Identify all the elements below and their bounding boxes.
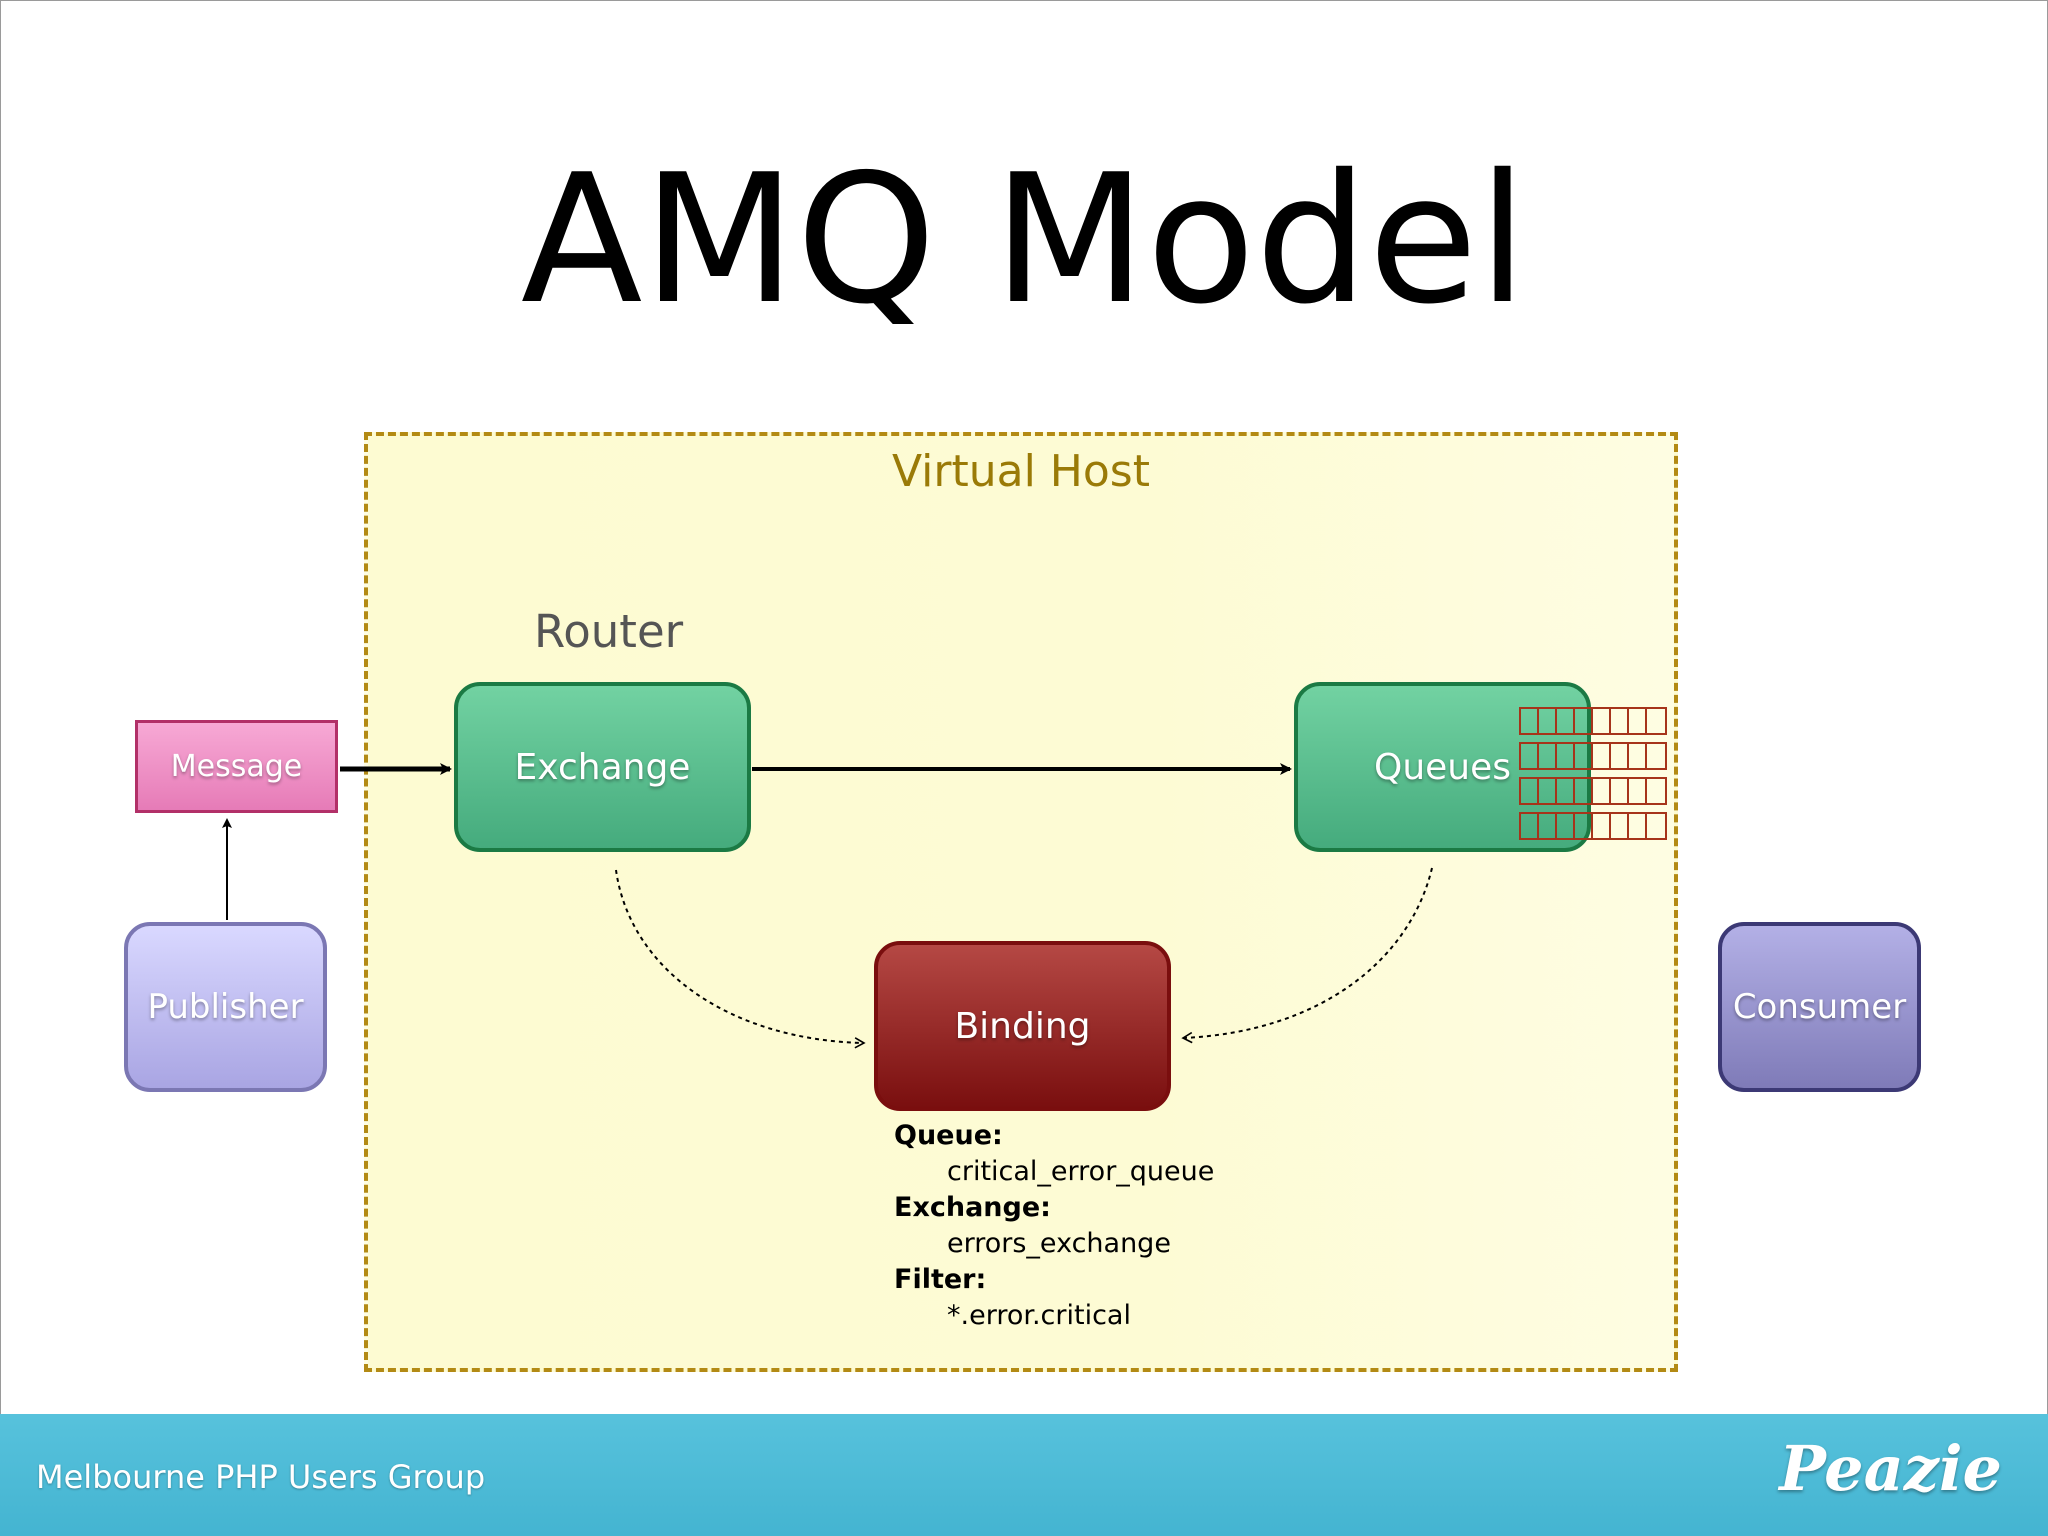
consumer-node: Consumer — [1718, 922, 1921, 1092]
queue-row — [1519, 742, 1667, 770]
binding-exchange-key: Exchange: — [894, 1192, 1051, 1223]
virtual-host-container — [364, 432, 1678, 1372]
queues-to-binding-dashed-arrow — [1181, 867, 1433, 1044]
queue-row — [1519, 707, 1667, 735]
binding-queue-value: critical_error_queue — [947, 1156, 1215, 1187]
binding-filter-key: Filter: — [894, 1264, 987, 1295]
exchange-label: Exchange — [514, 746, 691, 788]
consumer-label: Consumer — [1732, 987, 1907, 1027]
queue-grid-icon — [1519, 707, 1667, 840]
message-node: Message — [135, 720, 338, 813]
queue-row — [1519, 777, 1667, 805]
publisher-label: Publisher — [147, 987, 304, 1027]
binding-node: Binding — [874, 941, 1171, 1111]
queues-label: Queues — [1373, 746, 1512, 788]
exchange-to-binding-dashed-arrow — [615, 869, 866, 1049]
footer-logo: Peazie — [1779, 1432, 2002, 1505]
binding-filter-value: *.error.critical — [947, 1300, 1131, 1331]
footer-group-name: Melbourne PHP Users Group — [36, 1458, 486, 1496]
footer-bar: Melbourne PHP Users Group Peazie — [0, 1414, 2048, 1536]
queues-node: Queues — [1294, 682, 1591, 852]
exchange-node: Exchange — [454, 682, 751, 852]
binding-exchange-value: errors_exchange — [947, 1228, 1171, 1259]
message-label: Message — [170, 749, 303, 784]
virtual-host-label: Virtual Host — [892, 446, 1150, 497]
router-label: Router — [534, 605, 684, 658]
queue-row — [1519, 812, 1667, 840]
binding-details: Queue: critical_error_queue Exchange: er… — [894, 1118, 1214, 1334]
binding-queue-key: Queue: — [894, 1120, 1003, 1151]
publisher-node: Publisher — [124, 922, 327, 1092]
binding-label: Binding — [954, 1005, 1091, 1047]
slide-title: AMQ Model — [520, 136, 1528, 343]
